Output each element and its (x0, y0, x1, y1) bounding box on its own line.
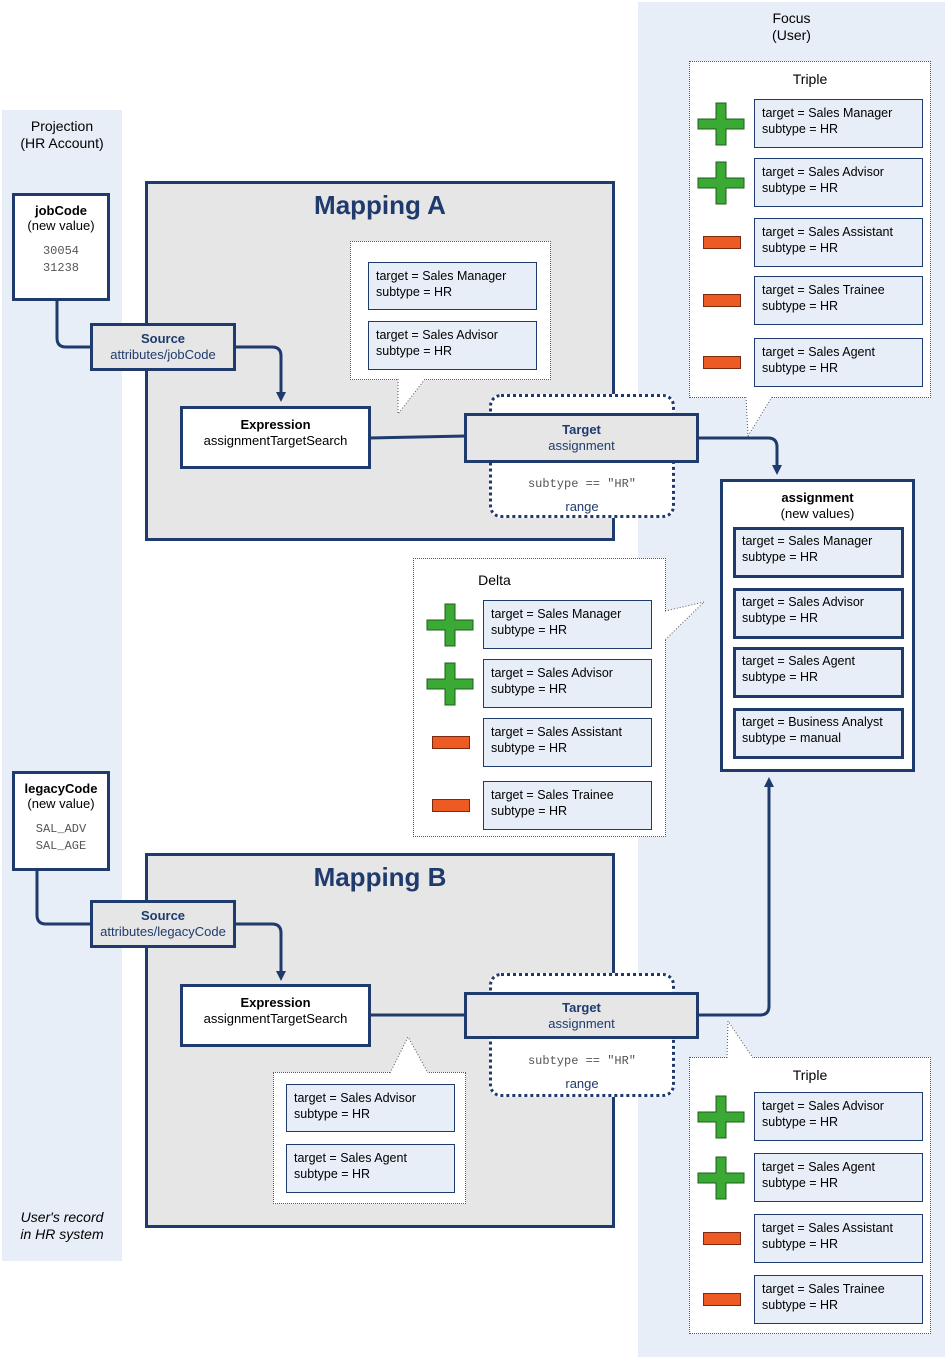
plus-icon (697, 161, 745, 205)
minus-icon (432, 735, 470, 750)
projection-footer: User's record in HR system (20, 1209, 104, 1242)
target-a-box: Target assignment (464, 413, 699, 463)
minus-icon (703, 235, 741, 250)
plus-icon (697, 102, 745, 146)
connector-target-b-to-assignment (697, 777, 774, 1017)
connector-jobcode-to-source (55, 298, 92, 349)
delta-title: Delta (478, 572, 511, 588)
mapping-a-title: Mapping A (314, 190, 446, 220)
focus-heading: Focus (User) (772, 10, 811, 43)
minus-icon (703, 355, 741, 370)
connector-legacycode-to-source (35, 870, 92, 926)
legacycode-input-box: legacyCode (new value) SAL_ADV SAL_AGE (12, 771, 110, 871)
connector-source-a-to-expression (234, 345, 286, 402)
list-item: target = Sales Manager subtype = HR (368, 262, 537, 310)
connector-target-a-to-assignment (697, 436, 782, 475)
minus-icon (703, 1231, 741, 1246)
minus-icon (432, 798, 470, 813)
plus-icon (697, 1095, 745, 1139)
plus-icon (426, 603, 474, 647)
list-item: target = Sales Agent subtype = HR (286, 1144, 455, 1193)
list-item: target = Sales Advisor subtype = HR (286, 1084, 455, 1132)
mapping-b-title: Mapping B (313, 862, 447, 892)
jobcode-input-box: jobCode (new value) 30054 31238 (12, 193, 110, 301)
minus-icon (703, 1292, 741, 1307)
source-b-box: Source attributes/legacyCode (90, 900, 236, 948)
expression-b-results: target = Sales Advisor subtype = HR targ… (273, 1072, 466, 1204)
connector-source-b-to-expression (234, 922, 286, 981)
projection-heading: Projection (HR Account) (20, 118, 104, 151)
target-b-box: Target assignment (464, 992, 699, 1039)
plus-icon (697, 1156, 745, 1200)
triple-b-title: Triple (792, 1067, 828, 1083)
connector-expression-a-to-target (368, 434, 467, 440)
minus-icon (703, 293, 741, 308)
plus-icon (426, 662, 474, 706)
triple-a-title: Triple (792, 71, 828, 87)
expression-a-results: target = Sales Manager subtype = HR targ… (350, 241, 551, 380)
source-a-box: Source attributes/jobCode (90, 323, 236, 371)
expression-a-box: Expression assignmentTargetSearch (180, 406, 371, 469)
expression-b-box: Expression assignmentTargetSearch (180, 984, 371, 1047)
projection-panel (2, 110, 122, 1261)
list-item: target = Sales Advisor subtype = HR (368, 321, 537, 370)
assignment-box: assignment (new values) target = Sales M… (720, 479, 915, 772)
